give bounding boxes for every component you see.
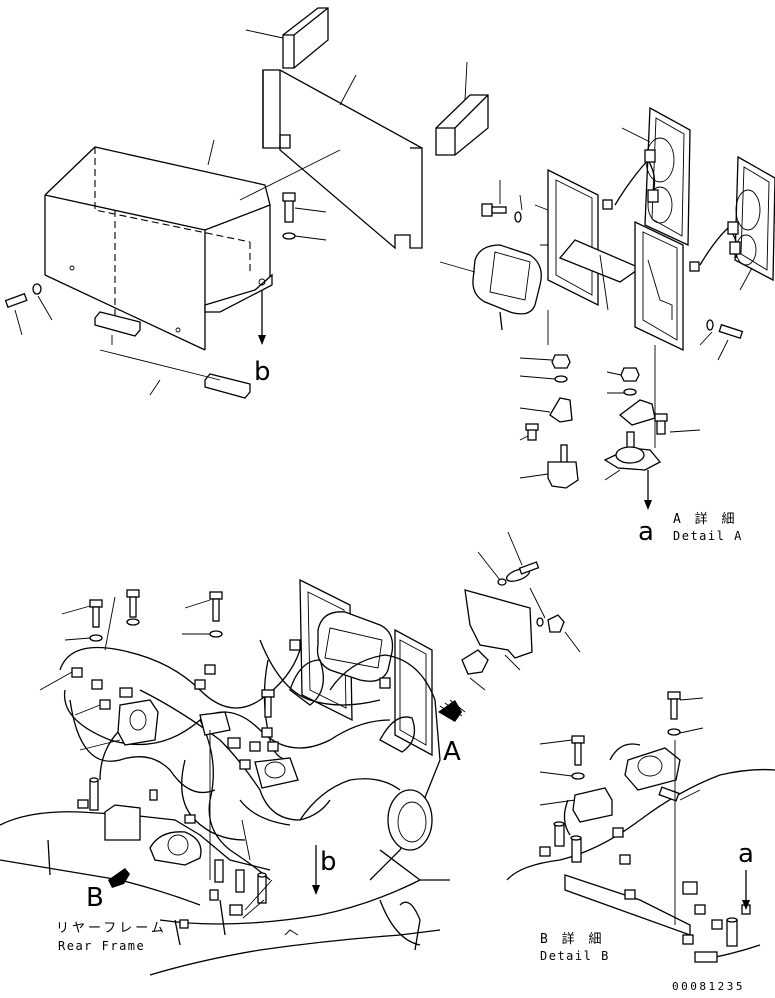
relay-units bbox=[117, 699, 299, 789]
rear-frame-en-label: Rear Frame bbox=[58, 939, 145, 953]
main-bolts bbox=[39, 589, 275, 751]
wiring-harness bbox=[59, 639, 391, 881]
detail-b-jp-label: B 詳 細 bbox=[540, 931, 604, 947]
cover-bolts bbox=[4, 192, 327, 336]
detail-a: a A 詳 細 Detail A bbox=[439, 106, 775, 547]
cover-plate-group bbox=[461, 531, 581, 691]
detail-a-fasteners bbox=[481, 180, 744, 361]
lamp-bracket-right bbox=[634, 220, 684, 352]
callout-a-detail-b: a bbox=[738, 839, 754, 869]
main-assembly: A bbox=[0, 578, 466, 976]
cover-assembly: b bbox=[4, 7, 489, 399]
detail-b: a B 詳 細 Detail B bbox=[506, 691, 775, 963]
small-pad-right bbox=[435, 61, 489, 156]
detail-b-en-label: Detail B bbox=[540, 949, 610, 963]
callout-a-detail-a: a bbox=[638, 517, 654, 547]
rubber-strips bbox=[94, 311, 251, 399]
lamp-bracket-left bbox=[534, 168, 642, 307]
lamp-lens-upper bbox=[602, 106, 691, 247]
drawing-code: 00081235 bbox=[672, 980, 745, 993]
rear-frame-base bbox=[0, 654, 450, 976]
rear-frame-jp-label: リヤーフレーム bbox=[56, 921, 167, 936]
callout-b-top: b bbox=[254, 357, 271, 387]
callout-a-view: A bbox=[443, 737, 461, 767]
rubber-mount-right bbox=[603, 345, 701, 510]
lamp-lens-right bbox=[689, 155, 775, 291]
view-b-arrow: B bbox=[86, 868, 130, 913]
work-lamp bbox=[439, 244, 549, 345]
detail-a-en-label: Detail A bbox=[673, 529, 743, 543]
small-pad-top bbox=[245, 7, 329, 69]
cover-body bbox=[44, 139, 341, 351]
callout-b-main: b bbox=[320, 847, 337, 877]
long-pad bbox=[262, 69, 423, 250]
rubber-mount-left bbox=[519, 354, 579, 489]
view-a-arrow: A bbox=[438, 699, 466, 767]
assembled-lamps bbox=[289, 578, 433, 757]
detail-a-jp-label: A 詳 細 bbox=[673, 511, 737, 527]
callout-b-view: B bbox=[86, 883, 104, 913]
